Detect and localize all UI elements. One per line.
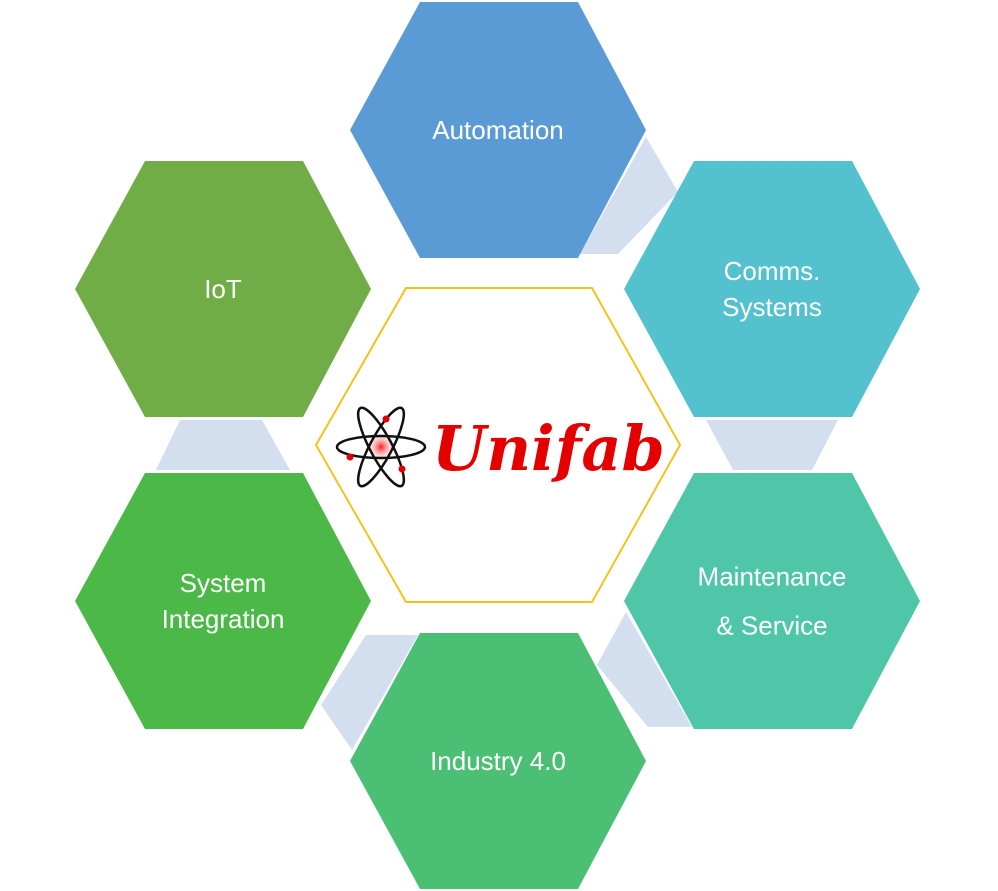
hexagon-shape: [624, 161, 920, 417]
hexagon-shape: [75, 473, 371, 729]
hexagon-maintenance: Maintenance & Service: [624, 473, 920, 729]
connector-system-iot: [156, 420, 290, 470]
hexagon-iot: IoT: [75, 161, 371, 417]
hexagon-label: System: [180, 568, 267, 598]
connector-automation-comms: [580, 137, 678, 254]
connector-industry-system: [321, 635, 418, 750]
hexagon-label: Automation: [432, 115, 564, 145]
hexagon-label: Maintenance: [698, 561, 847, 591]
hexagon-label: Systems: [722, 292, 822, 322]
hexagon-automation: Automation: [350, 2, 646, 258]
hexagon-label: Integration: [162, 604, 285, 634]
connectors: [156, 137, 838, 750]
hexagon-label: & Service: [716, 611, 827, 641]
hexagon-shape: [350, 633, 646, 889]
hexagon-shape: [75, 161, 371, 417]
hexagon-label: IoT: [204, 274, 242, 304]
unifab-logo: Unifab: [335, 406, 665, 488]
hexagon-shape: [350, 2, 646, 258]
connector-maintenance-industry: [597, 612, 692, 727]
hexagon-industry: Industry 4.0: [350, 633, 646, 889]
hexagon-label: Comms.: [724, 256, 821, 286]
logo-text: Unifab: [432, 412, 665, 485]
hexagon-comms: Comms. Systems: [624, 161, 920, 417]
hexagon-label: Industry 4.0: [430, 746, 566, 776]
atom-icon: [335, 406, 427, 488]
connector-comms-maintenance: [706, 420, 838, 470]
hexagon-shape: [624, 473, 920, 729]
center-hexagon: [314, 287, 682, 603]
